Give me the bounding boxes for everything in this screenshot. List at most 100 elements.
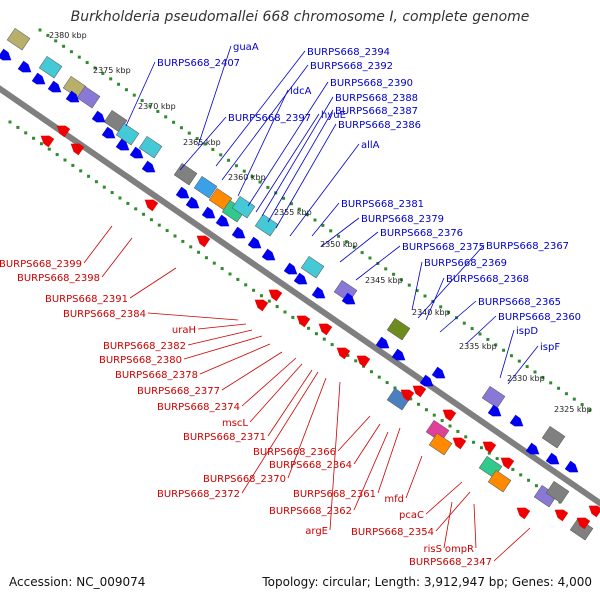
outer-ruler-dot [289,202,293,206]
forward-gene-arrow [419,374,434,387]
inner-ruler-dot [519,473,523,477]
forward-gene-label: BURPS668_2397 [228,113,311,124]
forward-gene-arrow [525,442,540,455]
reverse-gene-label: BURPS668_2354 [351,527,434,538]
reverse-label-leader [147,312,239,321]
outer-ruler-dot [423,294,427,298]
forward-gene-label: BURPS668_2392 [310,61,393,72]
reverse-gene-arrow [336,347,351,360]
inner-ruler-dot [369,370,373,374]
inner-ruler-dot [8,120,12,124]
inner-ruler-dot [511,467,515,471]
forward-label-leader [255,113,320,213]
forward-gene-arrow [261,248,276,261]
inner-ruler-dot [220,267,224,271]
reverse-gene-arrow [482,441,497,454]
outer-ruler-dot [313,218,317,222]
inner-ruler-dot [55,153,59,157]
outer-ruler-dot [549,381,553,385]
forward-gene-arrow [201,206,216,219]
inner-ruler-dot [252,288,256,292]
forward-gene-label: BURPS668_2376 [380,228,463,239]
outer-ruler-dot [509,354,513,358]
reverse-gene-arrow [442,409,457,422]
outer-ruler-dot [101,71,105,75]
reverse-label-leader [221,351,283,391]
reverse-gene-label: BURPS668_2364 [269,460,352,471]
scale-tick-label: 2375 kbp [93,66,131,75]
outer-ruler-dot [187,131,191,135]
forward-gene-label: BURPS668_2365 [478,297,561,308]
scale-tick-label: 2380 kbp [49,31,87,40]
inner-ruler-dot [181,239,185,243]
reverse-gene-labels: BURPS668_2399BURPS668_2398BURPS668_2391B… [0,259,492,568]
forward-label-leader [311,202,340,237]
forward-gene-label: BURPS668_2379 [361,214,444,225]
inner-ruler-dot [236,277,240,281]
forward-gene-arrow [487,404,502,417]
forward-label-leader [465,315,497,345]
reverse-gene-arrow [452,437,467,450]
forward-label-leader [275,123,337,229]
inner-ruler-dot [456,429,460,433]
forward-gene-label: ldcA [290,86,312,97]
chromosome-backbone [0,85,600,507]
reverse-label-leader [337,415,371,452]
reverse-label-leader [267,369,313,437]
feature-box [38,55,63,79]
inner-ruler-dot [47,147,51,151]
scale-tick-label: 2355 kbp [274,208,312,217]
outer-ruler-dot [266,185,270,189]
forward-gene-label: BURPS668_2390 [330,78,413,89]
reverse-label-leader [473,503,477,549]
outer-ruler-dot [203,142,207,146]
reverse-gene-label: BURPS668_2370 [203,474,286,485]
forward-gene-label: BURPS668_2367 [486,241,569,252]
inner-ruler-dot [495,457,499,461]
reverse-gene-label: risS [424,544,442,555]
outer-ruler-dot [38,28,42,32]
forward-gene-label: BURPS668_2388 [335,93,418,104]
inner-ruler-dot [527,478,531,482]
reverse-label-leader [197,323,247,330]
reverse-gene-label: BURPS668_2377 [137,386,220,397]
forward-gene-arrow [175,186,190,199]
forward-label-leader [417,244,485,319]
inner-ruler-dot [464,435,468,439]
forward-gene-arrow [91,110,106,123]
scale-tick-label: 2370 kbp [138,102,176,111]
forward-gene-label: BURPS668_2381 [341,199,424,210]
reverse-gene-arrow [144,199,159,212]
outer-ruler-dot [470,327,474,331]
reverse-label-leader [435,491,471,532]
inner-ruler-dot [417,402,421,406]
reverse-gene-arrow [500,457,515,470]
inner-ruler-dot [24,131,28,135]
forward-label-leader [339,231,379,263]
forward-gene-label: BURPS668_2375 [402,242,485,253]
reverse-gene-arrow [588,505,600,518]
outer-ruler-dot [297,207,301,211]
gene-arrows [0,48,600,530]
reverse-gene-arrow [40,135,55,148]
forward-gene-arrow [141,160,156,173]
feature-box [254,213,279,237]
outer-ruler-dot [533,370,537,374]
forward-gene-arrow [115,138,130,151]
inner-ruler-dot [110,191,114,195]
reverse-gene-arrow [70,143,85,156]
reverse-label-leader [405,455,423,499]
outer-ruler-dot [250,175,254,179]
outer-ruler-dot [234,164,238,168]
inner-ruler-dot [432,413,436,417]
inner-ruler-dot [16,125,20,129]
outer-ruler-dot [486,337,490,341]
reverse-gene-label: BURPS668_2347 [409,557,492,568]
forward-label-leader [237,89,289,197]
reverse-label-leader [443,501,453,549]
forward-label-leader [411,261,423,311]
outer-ruler-dot [85,61,89,65]
inner-ruler-dot [197,250,201,254]
outer-ruler-dot [117,82,121,86]
inner-ruler-dot [126,201,130,205]
